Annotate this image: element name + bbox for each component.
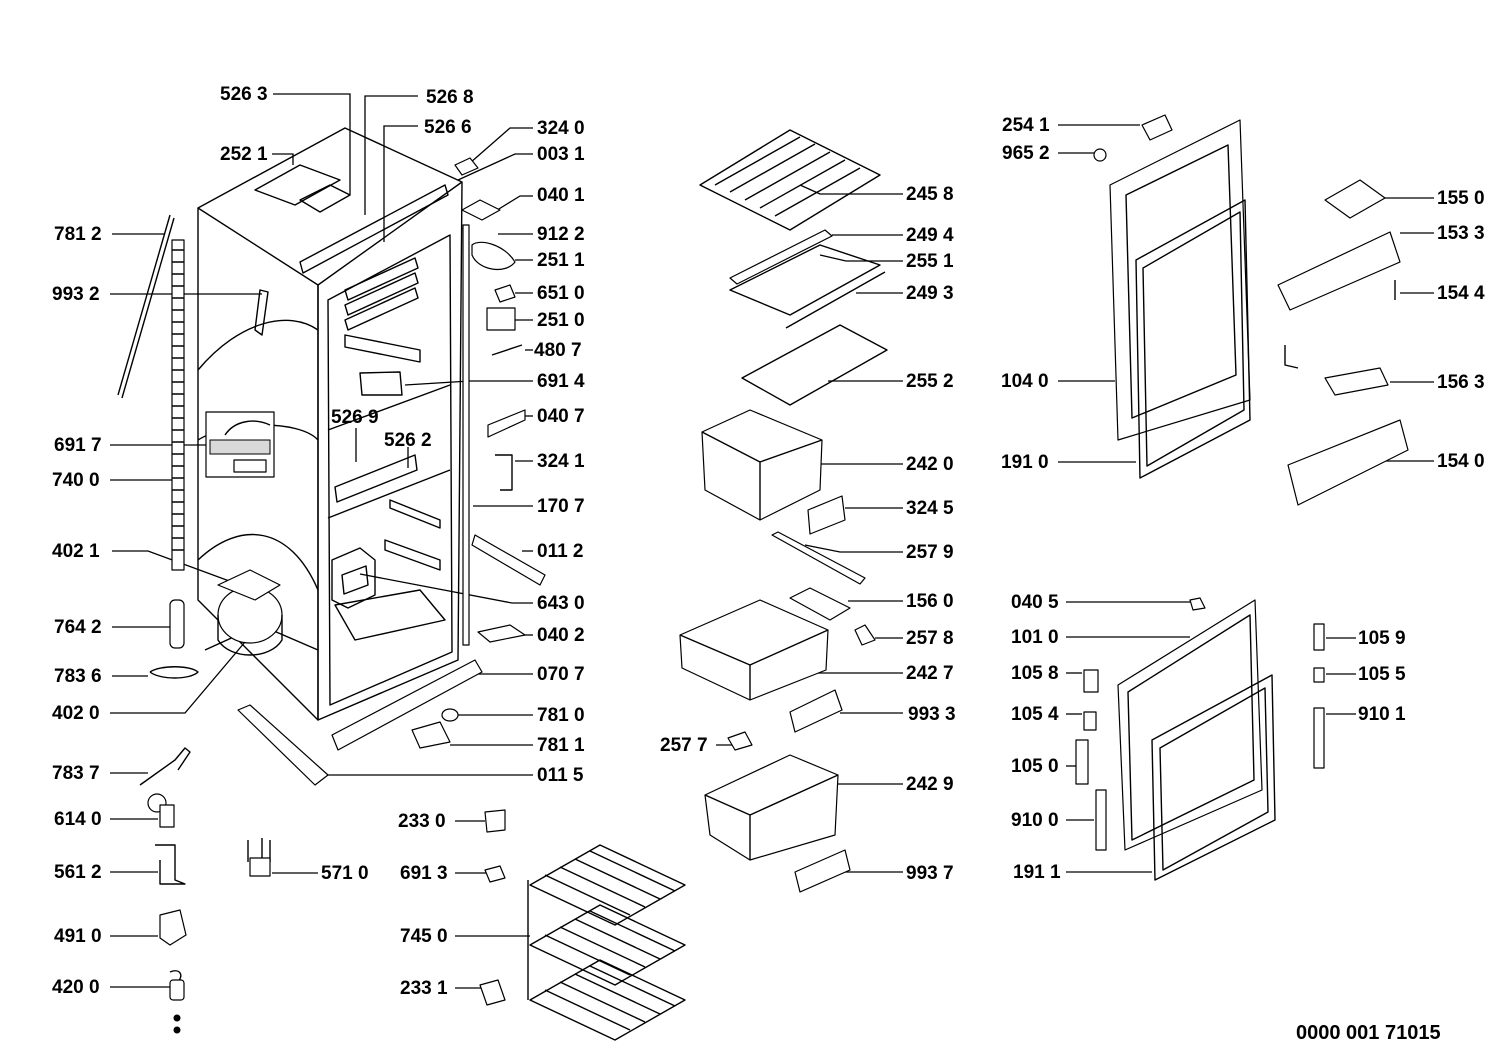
part-label: 912 2 [537, 224, 585, 245]
part-label: 257 9 [906, 542, 954, 563]
part-label: 105 4 [1011, 704, 1059, 725]
part-label: 245 8 [906, 184, 954, 205]
part-label: 251 0 [537, 310, 585, 331]
part-label: 040 2 [537, 625, 585, 646]
part-label: 249 4 [906, 225, 954, 246]
part-label: 526 6 [424, 117, 472, 138]
compressor [149, 569, 283, 679]
small-parts-left [139, 747, 271, 1034]
part-label: 783 7 [52, 763, 100, 784]
part-label: 257 8 [906, 628, 954, 649]
part-label: 233 0 [398, 811, 446, 832]
part-label: 324 1 [537, 451, 585, 472]
wire-shelves [527, 844, 686, 1041]
condenser-and-tubes [117, 214, 275, 571]
part-label: 070 7 [537, 664, 585, 685]
part-label: 011 5 [537, 765, 584, 786]
part-label: 910 0 [1011, 810, 1059, 831]
part-label: 249 3 [906, 283, 954, 304]
part-label: 526 3 [220, 84, 268, 105]
part-label: 154 0 [1437, 451, 1485, 472]
leader-lines [110, 93, 1434, 989]
part-label: 170 7 [537, 496, 585, 517]
part-label: 156 0 [906, 591, 954, 612]
part-label: 910 1 [1358, 704, 1406, 725]
part-label: 155 0 [1437, 188, 1485, 209]
part-label: 420 0 [52, 977, 100, 998]
part-label: 324 0 [537, 118, 585, 139]
part-label: 402 1 [52, 541, 100, 562]
part-label: 764 2 [54, 617, 102, 638]
cabinet-small-parts [237, 157, 546, 1006]
part-label: 255 1 [906, 251, 954, 272]
part-label: 105 5 [1358, 664, 1406, 685]
part-label: 191 0 [1001, 452, 1049, 473]
part-label: 526 2 [384, 430, 432, 451]
part-label: 255 2 [906, 371, 954, 392]
part-label: 740 0 [52, 470, 100, 491]
part-label: 491 0 [54, 926, 102, 947]
part-label: 156 3 [1437, 372, 1485, 393]
part-label: 993 2 [52, 284, 100, 305]
document-code: 0000 001 71015 [1296, 1022, 1441, 1044]
part-label: 993 7 [906, 863, 954, 884]
part-label: 745 0 [400, 926, 448, 947]
part-label: 965 2 [1002, 143, 1050, 164]
part-label: 257 7 [660, 735, 708, 756]
part-label: 233 1 [400, 978, 448, 999]
part-label: 480 7 [534, 340, 582, 361]
part-label: 781 1 [537, 735, 585, 756]
part-label: 105 9 [1358, 628, 1406, 649]
part-label: 011 2 [537, 541, 584, 562]
part-label: 783 6 [54, 666, 102, 687]
part-label: 691 7 [54, 435, 102, 456]
part-label: 526 8 [426, 87, 474, 108]
part-label: 040 5 [1011, 592, 1059, 613]
part-label: 154 4 [1437, 283, 1485, 304]
part-label: 614 0 [54, 809, 102, 830]
part-label: 993 3 [908, 704, 956, 725]
cabinet-body [197, 127, 463, 721]
part-label: 252 1 [220, 144, 268, 165]
part-label: 242 9 [906, 774, 954, 795]
part-label: 254 1 [1002, 115, 1050, 136]
part-label: 643 0 [537, 593, 585, 614]
part-label: 040 1 [537, 185, 585, 206]
part-label: 191 1 [1013, 862, 1061, 883]
part-label: 104 0 [1001, 371, 1049, 392]
part-label: 781 0 [537, 705, 585, 726]
part-label: 324 5 [906, 498, 954, 519]
part-label: 101 0 [1011, 627, 1059, 648]
door-parts [1075, 114, 1409, 881]
shelf-parts-middle [679, 129, 888, 893]
part-label: 040 7 [537, 406, 585, 427]
part-label: 571 0 [321, 863, 369, 884]
part-label: 526 9 [331, 407, 379, 428]
part-label: 402 0 [52, 703, 100, 724]
part-label: 691 3 [400, 863, 448, 884]
part-label: 691 4 [537, 371, 585, 392]
part-label: 781 2 [54, 224, 102, 245]
part-label: 105 8 [1011, 663, 1059, 684]
part-label: 561 2 [54, 862, 102, 883]
part-label: 242 7 [906, 663, 954, 684]
part-label: 651 0 [537, 283, 585, 304]
part-label: 251 1 [537, 250, 585, 271]
part-label: 153 3 [1437, 223, 1485, 244]
part-label: 105 0 [1011, 756, 1059, 777]
part-label: 003 1 [537, 144, 585, 165]
part-label: 242 0 [906, 454, 954, 475]
